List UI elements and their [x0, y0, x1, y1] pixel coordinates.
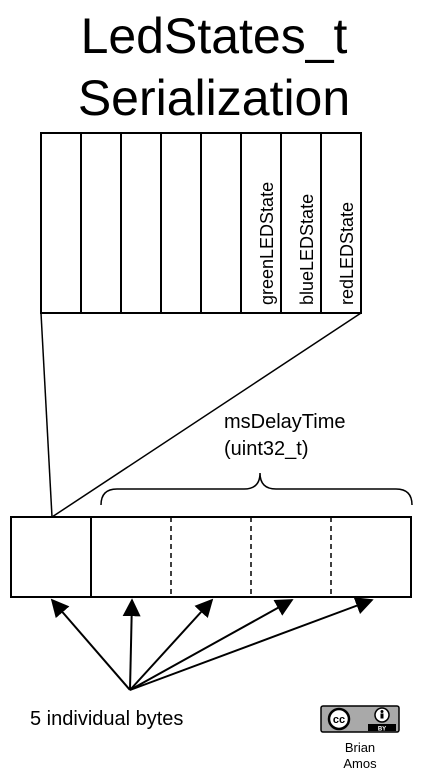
by-icon-text: BY: [378, 727, 386, 733]
bytes-label: 5 individual bytes: [30, 708, 184, 730]
ms-delay-name: msDelayTime: [224, 411, 346, 433]
arrow-byte-3: [129, 598, 214, 691]
author-first-name: Brian: [344, 740, 376, 755]
arrow-byte-2: [122, 598, 141, 691]
byte-row: [10, 516, 412, 598]
bitfield-box: [40, 132, 362, 314]
cc-icon-text: cc: [333, 714, 345, 726]
arrow-byte-4: [129, 599, 294, 691]
ms-delay-type: (uint32_t): [224, 438, 309, 460]
title-line-2: Serialization: [77, 70, 351, 126]
title-line-1: LedStates_t: [80, 8, 348, 64]
cc-by-badge: cc BY: [320, 705, 400, 733]
author-last-name: Amos: [343, 756, 377, 771]
arrow-byte-5: [129, 597, 374, 691]
bit-label-blue: blueLEDState: [297, 194, 317, 305]
arrow-byte-1: [50, 598, 131, 691]
bit-label-red: redLEDState: [337, 202, 357, 305]
zoom-line-right: [51, 312, 362, 518]
cc-icon: [327, 707, 351, 731]
ms-delay-brace: [100, 472, 413, 506]
byte-arrows: [50, 597, 374, 691]
zoom-line-left: [40, 312, 53, 518]
bit-label-green: greenLEDState: [257, 182, 277, 305]
